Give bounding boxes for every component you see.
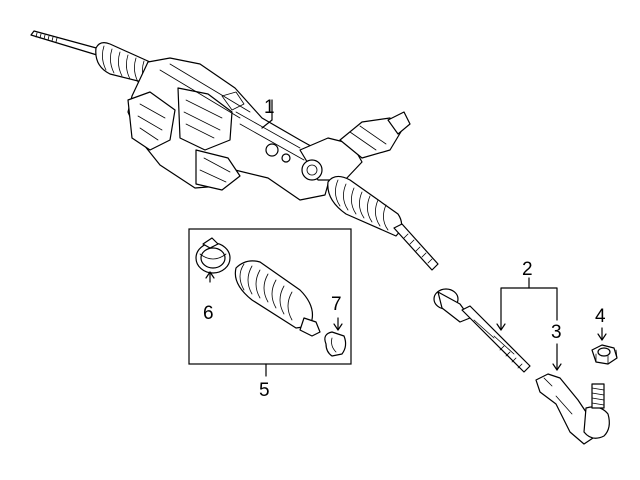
rack-housing [127,57,333,201]
boot-clip [324,331,347,357]
rack-left-threaded-end [30,30,101,56]
rack-right-bellows-boot [327,175,403,237]
rack-pinion-housing [299,111,411,181]
outer-tie-rod-end [535,373,610,445]
callout-1: 1 [264,97,275,118]
callout-2: 2 [522,259,533,280]
callout-5: 5 [259,380,270,401]
boot-kit-frame [188,228,352,365]
callout-4: 4 [595,306,606,327]
callout-6: 6 [203,303,214,324]
steering-gear-assembly [30,30,439,271]
callout-7: 7 [331,294,342,315]
callout-3: 3 [551,322,562,343]
rack-right-threaded-end [393,223,439,271]
boot-clamp [195,237,231,274]
bellows-boot [234,260,321,337]
callout-2-bracket [500,287,558,331]
inner-tie-rod [433,288,531,373]
hex-nut [591,344,618,365]
